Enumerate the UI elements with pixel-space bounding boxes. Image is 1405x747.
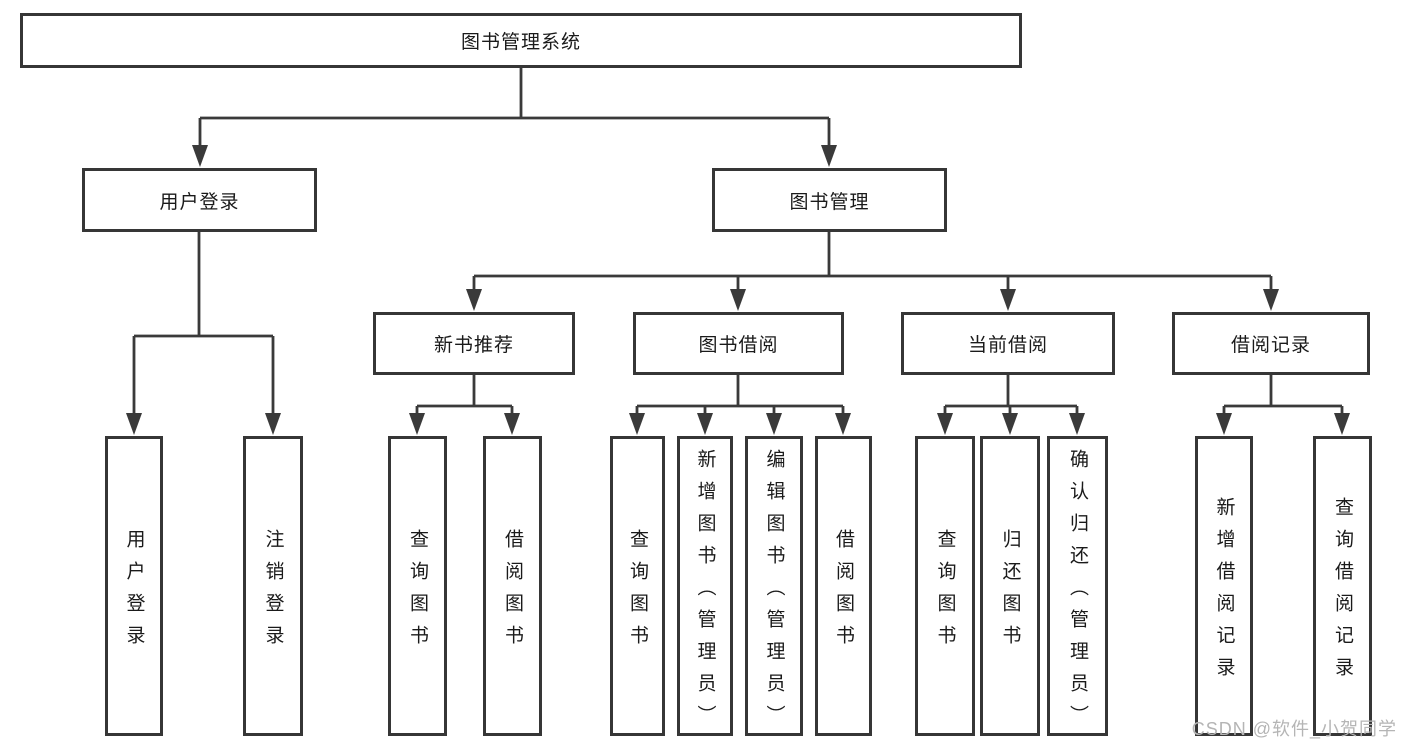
node-book-management-label: 图书管理 <box>789 191 870 213</box>
node-new-book-recommend-label: 新书推荐 <box>433 335 514 356</box>
node-root-system: 图书管理系统 <box>20 13 1022 68</box>
csdn-watermark: CSDN @软件_小贺同学 <box>1191 719 1397 739</box>
connector-book-management-to-level3 <box>466 232 1279 311</box>
connector-new-book-recommend-to-leaves <box>409 375 520 435</box>
leaf-query-books-borrowing-label: 查询图书 <box>627 528 648 657</box>
node-book-management: 图书管理 <box>712 168 947 232</box>
leaf-logout: 注销登录 <box>243 436 303 736</box>
connector-book-borrowing-to-leaves <box>629 375 851 435</box>
leaf-query-books-current: 查询图书 <box>915 436 975 736</box>
node-borrowing-records-label: 借阅记录 <box>1230 335 1311 356</box>
node-user-login-label: 用户登录 <box>159 191 240 213</box>
leaf-query-borrow-record-label: 查询借阅记录 <box>1332 496 1353 689</box>
leaf-user-login-label: 用户登录 <box>123 528 145 657</box>
node-current-borrowing: 当前借阅 <box>901 312 1115 375</box>
leaf-edit-books-admin: 编辑图书（管理员） <box>745 436 803 737</box>
leaf-return-books-label: 归还图书 <box>999 528 1021 657</box>
leaf-edit-books-admin-label: 编辑图书（管理员） <box>763 448 785 737</box>
leaf-confirm-return-admin: 确认归还（管理员） <box>1047 436 1108 737</box>
connector-borrowing-records-to-leaves <box>1216 375 1350 435</box>
leaf-borrow-books-recommend: 借阅图书 <box>483 436 542 736</box>
leaf-add-books-admin-label: 新增图书（管理员） <box>694 448 716 737</box>
connector-current-borrowing-to-leaves <box>937 375 1085 435</box>
node-book-borrowing: 图书借阅 <box>633 312 844 375</box>
leaf-borrow-books-borrowing-label: 借阅图书 <box>833 528 854 657</box>
node-book-borrowing-label: 图书借阅 <box>698 335 779 356</box>
node-current-borrowing-label: 当前借阅 <box>967 335 1048 356</box>
leaf-query-books-recommend-label: 查询图书 <box>407 528 428 657</box>
leaf-query-books-recommend: 查询图书 <box>388 436 447 736</box>
leaf-logout-label: 注销登录 <box>262 528 284 657</box>
node-user-login: 用户登录 <box>82 168 317 232</box>
leaf-query-books-current-label: 查询图书 <box>934 528 956 657</box>
leaf-borrow-books-recommend-label: 借阅图书 <box>502 528 523 657</box>
connector-user-login-to-leaves <box>126 232 281 435</box>
node-borrowing-records: 借阅记录 <box>1172 312 1370 375</box>
leaf-confirm-return-admin-label: 确认归还（管理员） <box>1067 448 1088 737</box>
leaf-add-borrow-record-label: 新增借阅记录 <box>1213 496 1235 689</box>
leaf-add-books-admin: 新增图书（管理员） <box>677 436 733 737</box>
leaf-user-login: 用户登录 <box>105 436 163 736</box>
leaf-add-borrow-record: 新增借阅记录 <box>1195 436 1253 736</box>
leaf-query-books-borrowing: 查询图书 <box>610 436 665 736</box>
leaf-query-borrow-record: 查询借阅记录 <box>1313 436 1372 736</box>
connector-root-to-level2 <box>192 68 837 167</box>
node-new-book-recommend: 新书推荐 <box>373 312 575 375</box>
node-root-system-label: 图书管理系统 <box>460 32 581 53</box>
leaf-borrow-books-borrowing: 借阅图书 <box>815 436 872 736</box>
leaf-return-books: 归还图书 <box>980 436 1040 736</box>
